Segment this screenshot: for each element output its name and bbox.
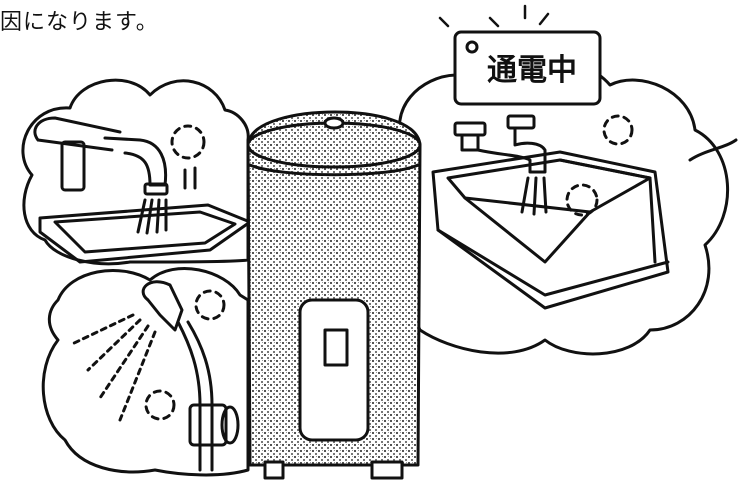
power-on-sign-text: 通電中 — [487, 53, 577, 88]
kitchen-sink — [38, 166, 252, 264]
caption-text: 因になります。 — [0, 10, 159, 35]
steam-circle — [602, 114, 634, 146]
steam-circle — [170, 124, 206, 160]
washbasin — [431, 114, 670, 310]
shower — [68, 280, 240, 472]
steam-circle — [144, 389, 176, 421]
water-heater — [246, 110, 422, 480]
cloud-left-top — [21, 78, 250, 266]
steam-circle — [194, 289, 226, 321]
steam-circle — [565, 183, 599, 217]
power-on-sign — [438, 4, 602, 106]
cloud-left-bottom — [41, 266, 250, 477]
